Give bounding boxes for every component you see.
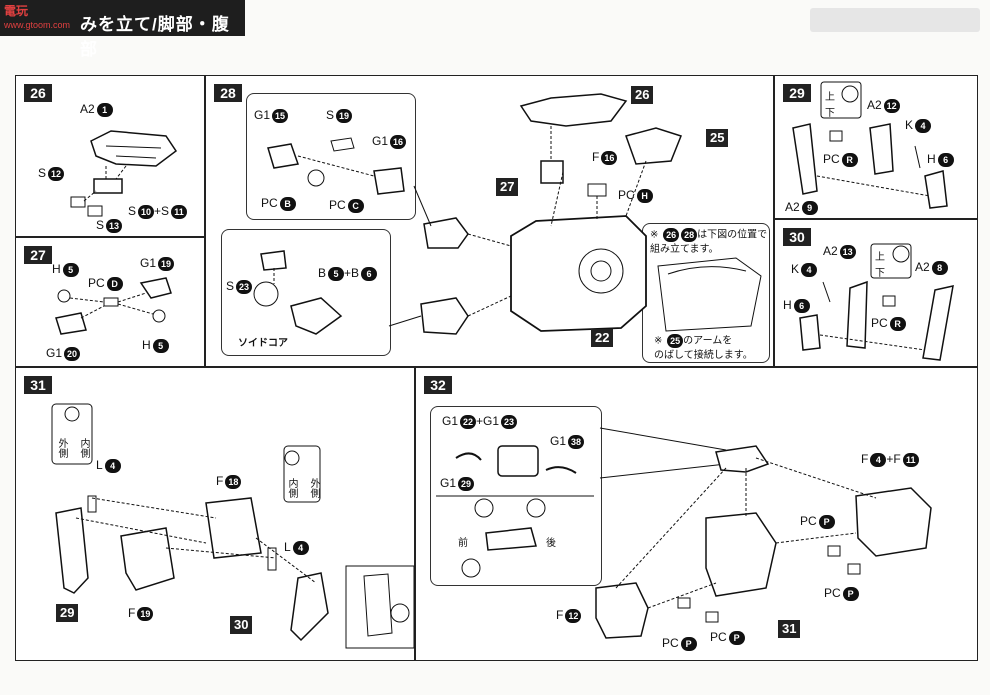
step-30-drawing xyxy=(799,243,954,361)
label-inner-2: 内側 xyxy=(286,478,297,498)
page-title: みを立て/脚部・腹部 xyxy=(80,15,230,59)
label-front: 前 xyxy=(458,538,468,549)
step-31-drawing xyxy=(51,403,415,649)
label-outer-2: 外側 xyxy=(308,478,319,498)
label-up: 上 xyxy=(875,252,885,263)
label-core: ソイドコア xyxy=(238,338,288,349)
step-number: 31 xyxy=(24,376,52,394)
step-number: 27 xyxy=(24,246,52,264)
tag-22: 22 xyxy=(591,329,614,347)
step-28-drawing xyxy=(253,93,762,335)
label-inner: 内側 xyxy=(78,438,89,458)
label-up: 上 xyxy=(825,92,835,103)
watermark-url: www.gtoom.com xyxy=(4,20,71,30)
label-down: 下 xyxy=(825,108,835,119)
tag-25: 25 xyxy=(706,129,729,147)
tag-26: 26 xyxy=(631,86,654,104)
tag-27: 27 xyxy=(496,178,519,196)
step-28-panel: 28 xyxy=(205,75,774,367)
tag-30: 30 xyxy=(230,616,253,634)
step-number: 32 xyxy=(424,376,452,394)
watermark-logo: 電玩 xyxy=(4,4,29,18)
step-number: 29 xyxy=(783,84,811,102)
tag-29: 29 xyxy=(56,604,79,622)
label-back: 後 xyxy=(546,538,556,549)
sub-assembly-lower xyxy=(221,229,391,356)
step-26-drawing xyxy=(70,130,178,217)
tag-31: 31 xyxy=(778,620,801,638)
step-32-drawing xyxy=(436,427,932,639)
step-29-drawing xyxy=(792,81,948,209)
step-27-drawing xyxy=(55,277,172,335)
step-number: 26 xyxy=(24,84,52,102)
faint-header-box xyxy=(810,8,980,32)
step-number: 28 xyxy=(214,84,242,102)
label-down: 下 xyxy=(875,268,885,279)
header-bar: 電玩 www.gtoom.com みを立て/脚部・腹部 xyxy=(0,0,245,59)
label-outer: 外側 xyxy=(56,438,67,458)
step-number: 30 xyxy=(783,228,811,246)
